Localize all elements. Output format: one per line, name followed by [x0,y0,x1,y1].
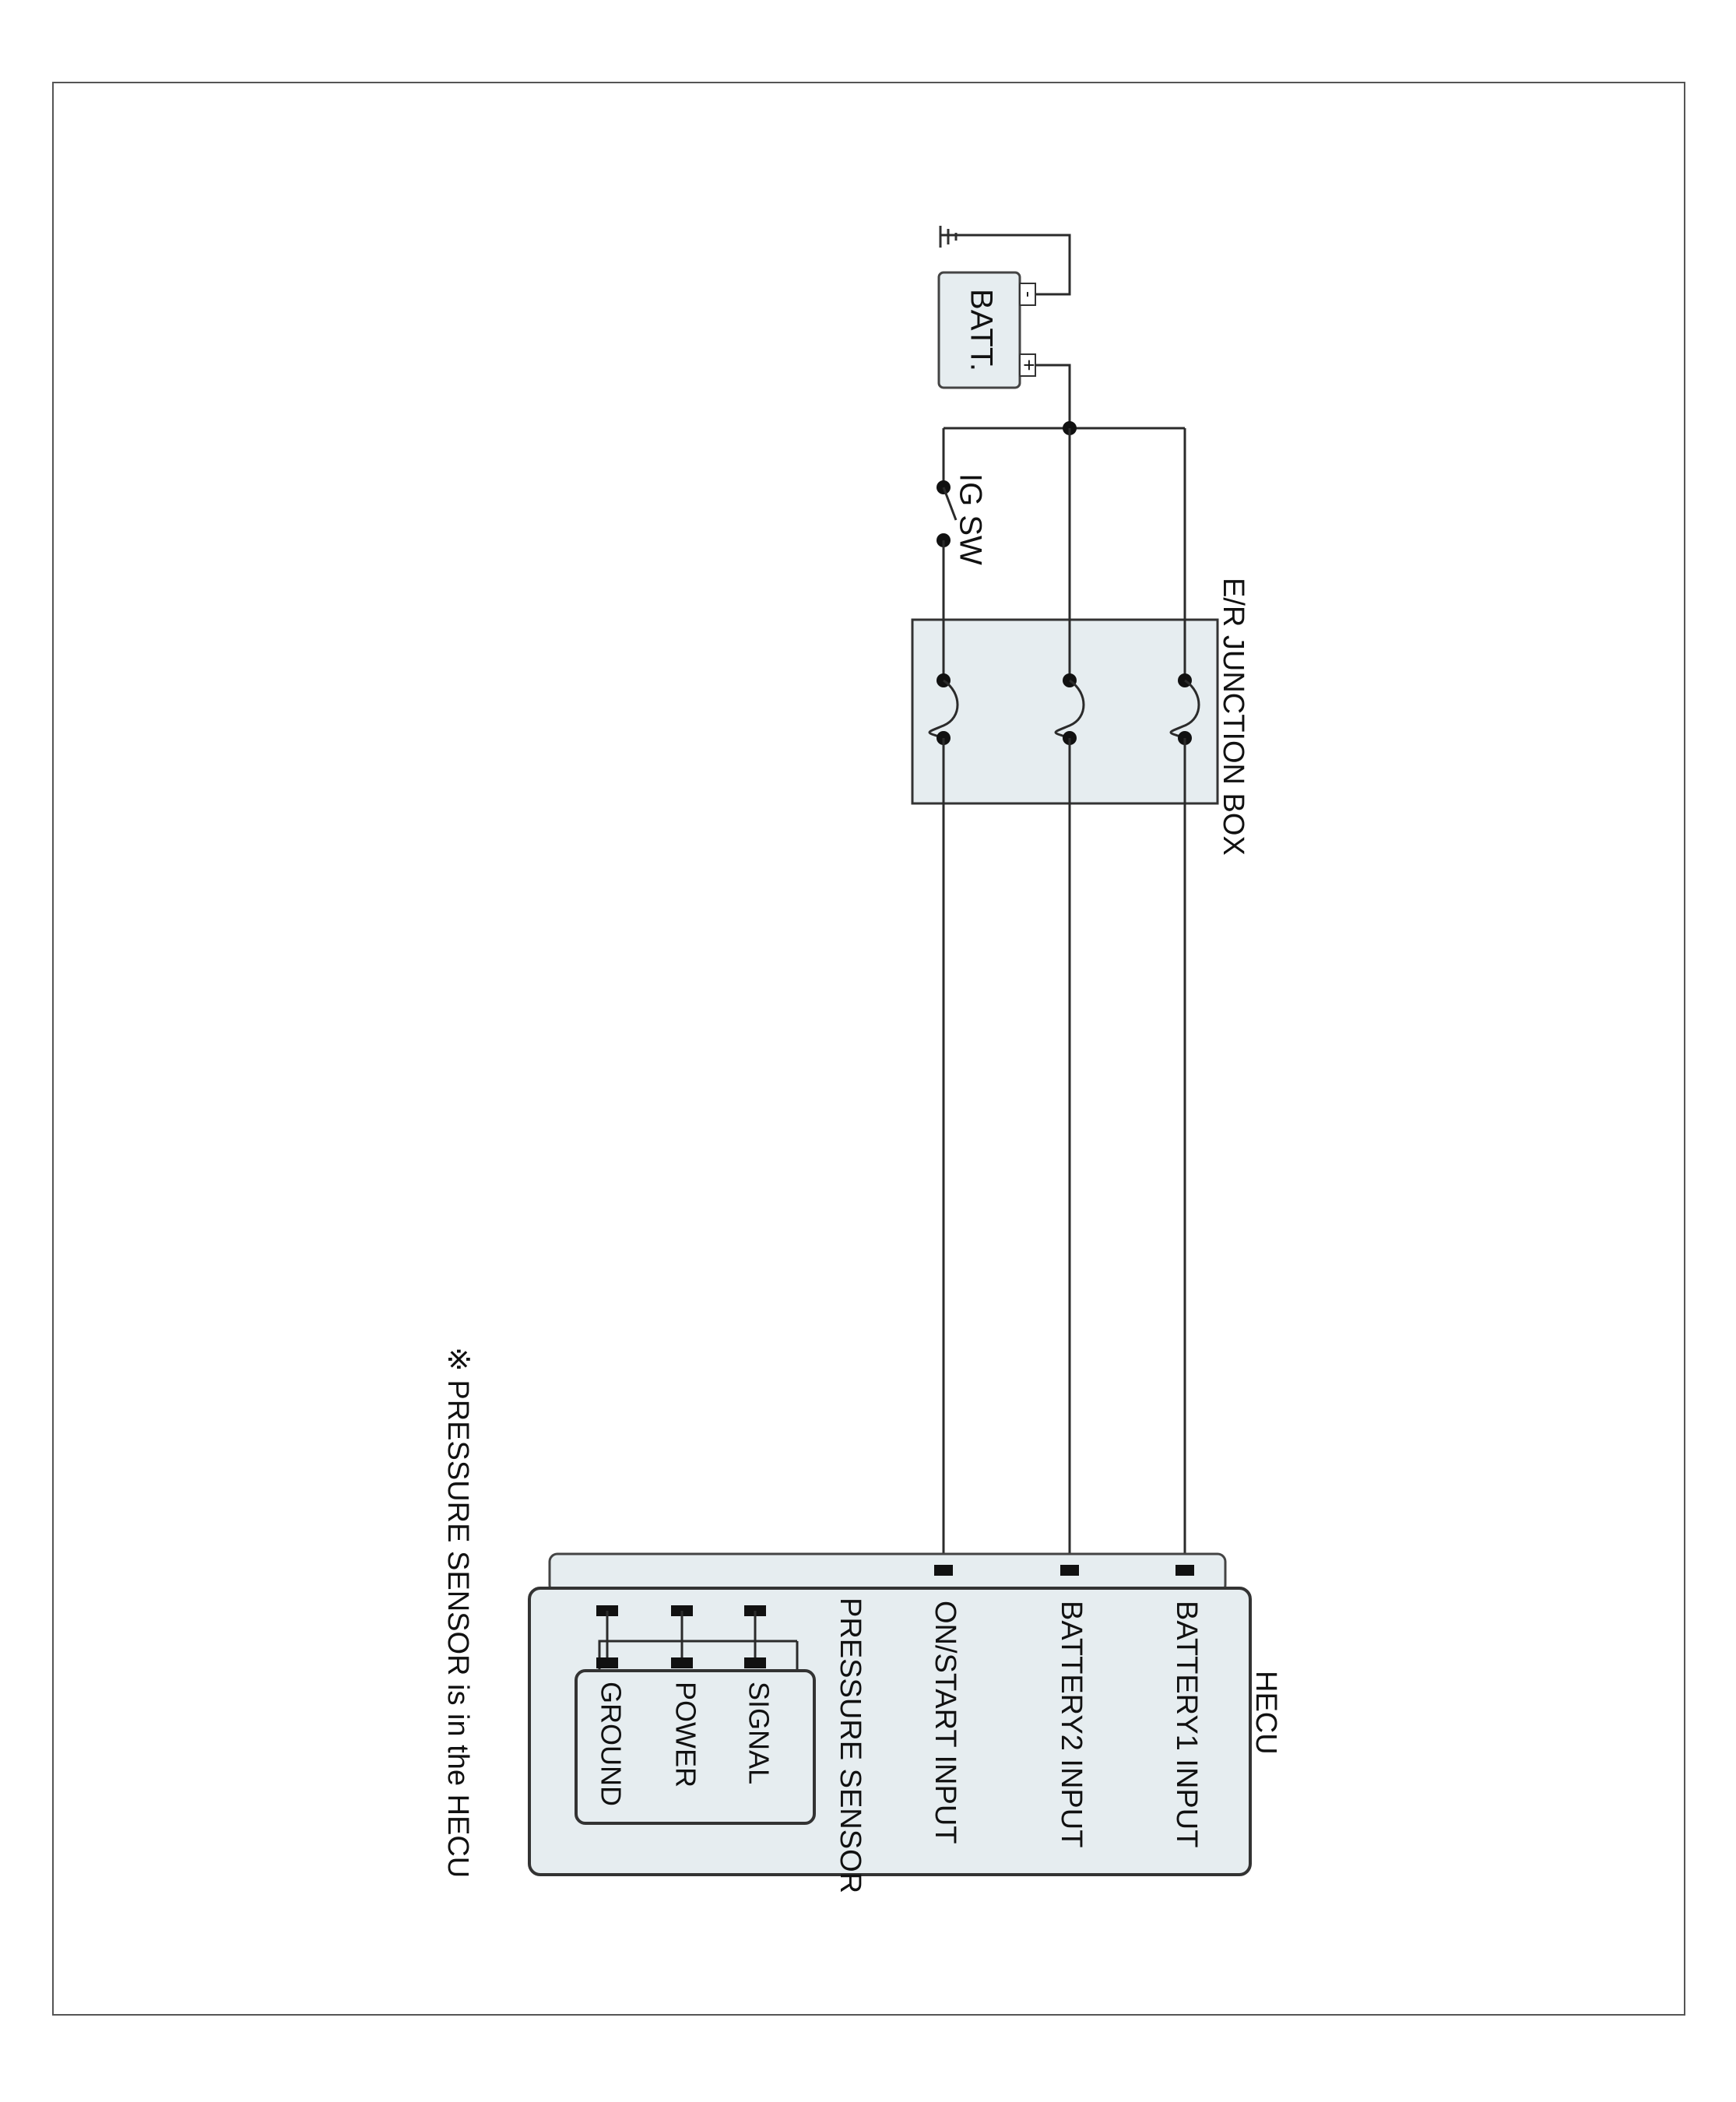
ig-switch-label: IG SW [953,473,987,565]
battery: - + BATT. [937,271,1041,389]
battery-positive-sign: + [1017,359,1041,371]
ground-wire [940,234,1071,296]
input-label-battery2: BATTERY2 INPUT [1055,1601,1088,1847]
battery-positive-wire [1035,364,1071,428]
input-label-battery1: BATTERY1 INPUT [1170,1601,1203,1847]
hecu-label: HECU [1249,1671,1282,1755]
fuse-icon [1054,673,1085,745]
connector-pin [1060,1565,1079,1576]
sensor-wiring [596,1605,799,1677]
input-label-on-start: ON/START INPUT [929,1601,961,1844]
junction-box-label: E/R JUNCTION BOX [1217,578,1249,856]
footnote: ※ PRESSURE SENSOR is in the HECU [441,1347,474,1878]
sensor-pin-signal: SIGNAL [743,1682,775,1784]
sensor-pin-power: POWER [669,1682,701,1787]
battery-negative-terminal [1019,283,1036,306]
connector-pin [934,1565,953,1576]
battery-negative-sign: - [1018,291,1039,297]
sensor-pin-ground: GROUND [595,1682,627,1806]
switch-icon [937,480,958,547]
junction-box [911,618,1219,805]
battery-label: BATT. [964,289,998,371]
connector-pin [1175,1565,1194,1576]
pressure-sensor-title: PRESSURE SENSOR [834,1598,866,1893]
pressure-sensor-box [575,1669,816,1825]
